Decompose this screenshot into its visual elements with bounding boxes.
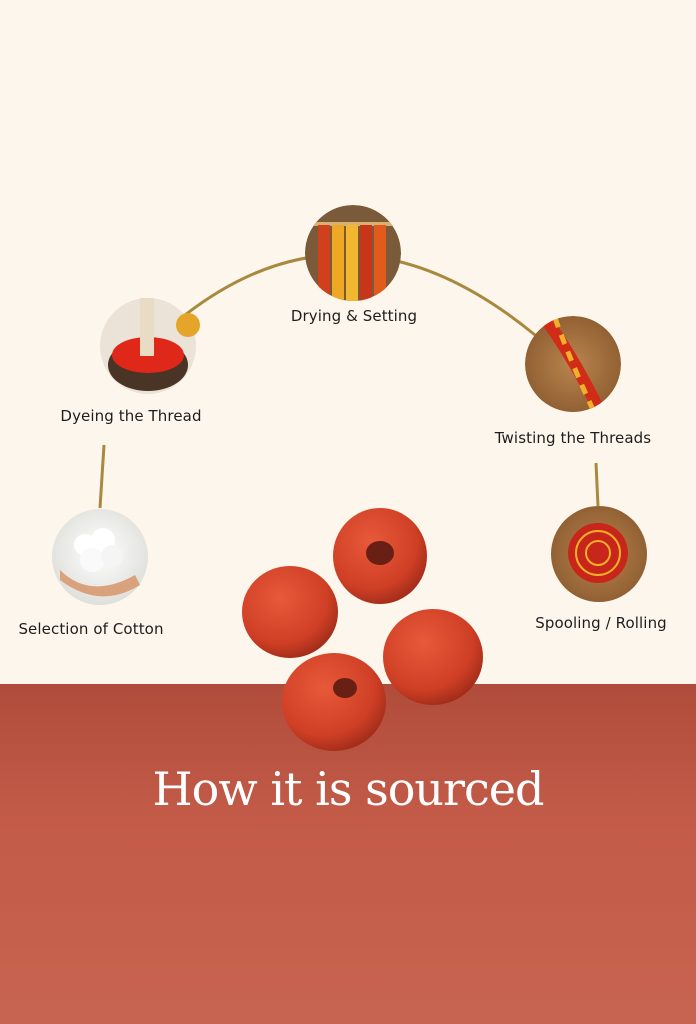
step-label-dyeing: Dyeing the Thread	[60, 407, 202, 425]
page-title: How it is sourced	[152, 762, 545, 816]
yarn-balls-image	[242, 508, 483, 751]
connector-line-right	[594, 462, 600, 507]
step-label-drying: Drying & Setting	[290, 307, 418, 325]
dye-bowl-icon	[100, 298, 200, 394]
twisted-thread-icon	[525, 316, 621, 412]
step-label-twisting: Twisting the Threads	[494, 429, 652, 447]
step-label-selection: Selection of Cotton	[18, 620, 164, 638]
drying-threads-icon	[305, 205, 401, 301]
step-label-spooling: Spooling / Rolling	[535, 614, 667, 632]
connector-line-left	[98, 444, 106, 509]
cotton-boll-icon	[52, 509, 148, 605]
thread-spool-icon	[551, 506, 647, 602]
